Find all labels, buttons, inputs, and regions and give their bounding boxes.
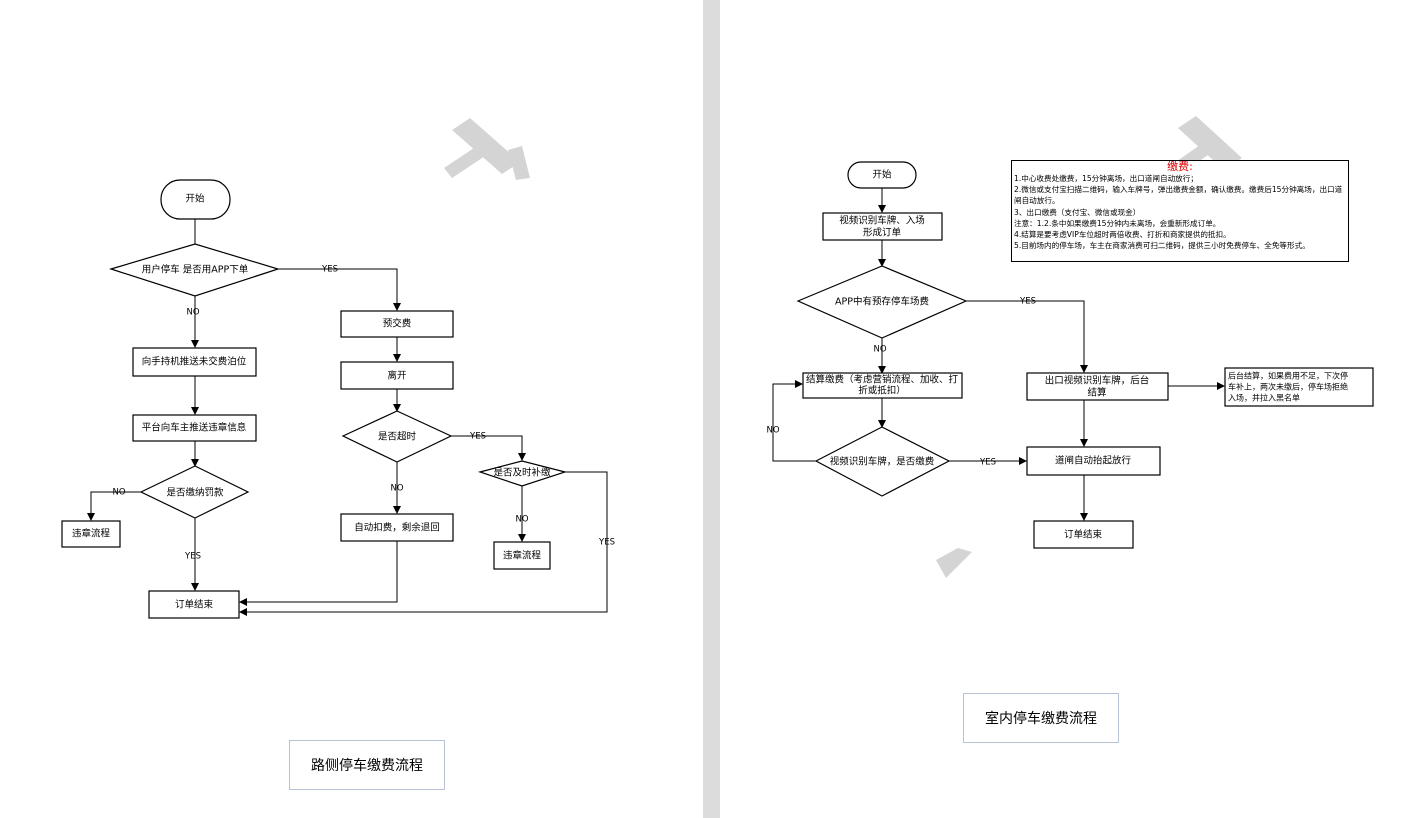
payment-note-lines: 1.中心收费处缴费，15分钟离场，出口道闸自动放行； 2.微信或支付宝扫描二维码…	[1014, 173, 1346, 251]
violation-box-1	[61, 520, 121, 548]
edge-label-paid-yes: YES	[979, 458, 996, 468]
order-end-label: 订单结束	[175, 599, 214, 611]
page-gutter	[703, 0, 720, 818]
edge-label-app-yes: YES	[321, 265, 338, 275]
edge-repay-yes	[239, 471, 608, 616]
leave-label: 离开	[387, 370, 407, 382]
edge-label-prepaid-yes: YES	[1019, 297, 1036, 307]
video-entry-label-2: 形成订单	[863, 227, 902, 239]
push-violation-box	[132, 414, 257, 442]
decision-video-paid	[814, 426, 951, 497]
decision-use-app-label: 用户停车 是否用APP下单	[142, 264, 249, 276]
backend-label-2: 车补上，两次未缴后，停车场拒绝	[1228, 382, 1348, 392]
decision-use-app	[108, 243, 281, 297]
payment-note-line: 5.目前场内的停车场，车主在商家消费可扫二维码，提供三小时免费停车、全免等形式。	[1014, 241, 1310, 251]
payment-note-line: 3、出口缴费（支付宝、微信或现金）	[1014, 207, 1141, 217]
edge-prepaid-yes	[966, 300, 1088, 373]
edge-label-repay-yes: YES	[598, 538, 615, 548]
decision-prepaid-label: APP中有预存停车场费	[835, 296, 929, 308]
left-flow-caption: 路侧停车缴费流程	[289, 740, 445, 790]
decision-fine	[139, 465, 250, 519]
backend-label-1: 后台结算，如果费用不足，下次停	[1228, 371, 1348, 381]
left-document-page: 开始 用户停车 是否用APP下单 预交费 向手持机推送未交费泊位 离开 是否超时…	[0, 0, 703, 818]
edge-label-app-no: NO	[186, 308, 199, 318]
start-node	[160, 179, 231, 220]
decision-repay-label: 是否及时补缴	[493, 467, 551, 479]
gate-open-box	[1026, 446, 1161, 476]
exit-video-label-2: 结算	[1087, 387, 1106, 399]
push-violation-label: 平台向车主推送违章信息	[142, 422, 247, 434]
edge-label-fine-yes: YES	[184, 552, 201, 562]
watermark-shape	[936, 548, 972, 578]
decision-overtime	[341, 410, 453, 463]
decision-overtime-label: 是否超时	[378, 431, 417, 443]
decision-video-paid-label: 视频识别车牌，是否缴费	[830, 456, 935, 468]
decision-prepaid	[796, 265, 968, 339]
edge-label-fine-no: NO	[112, 488, 125, 498]
edge-overtime-yes	[451, 435, 526, 461]
violation-label-1: 违章流程	[72, 528, 111, 540]
backend-label-3: 入场，并拉入黑名单	[1228, 393, 1300, 403]
settle-box	[802, 372, 963, 399]
right-flow-caption: 室内停车缴费流程	[963, 693, 1119, 743]
edge-deduct-to-end	[239, 541, 398, 606]
auto-deduct-label: 自动扣费，剩余退回	[354, 522, 440, 534]
auto-deduct-box	[340, 513, 454, 542]
edge-label-repay-no: NO	[515, 515, 528, 525]
order-end-label: 订单结束	[1064, 529, 1103, 541]
settle-label-1: 结算缴费（考虑营销流程、加收、打	[806, 374, 959, 386]
video-entry-box	[822, 212, 943, 241]
payment-note-title: 缴费:	[1167, 160, 1193, 173]
edge-paid-no	[772, 380, 816, 462]
leave-box	[340, 361, 454, 390]
exit-video-label-1: 出口视频识别车牌，后台	[1045, 375, 1150, 387]
payment-note-line: 4.结算是要考虑VIP车位超时两倍收费、打折和商家提供的抵扣。	[1014, 230, 1231, 240]
start-node-label: 开始	[872, 169, 892, 181]
right-document-page: 开始 视频识别车牌、入场 形成订单 APP中有预存停车场费 结算缴费（考虑营销流…	[720, 0, 1419, 818]
order-end-box	[148, 590, 240, 619]
edge-fine-no	[87, 491, 141, 521]
decision-repay	[477, 460, 568, 487]
payment-note-box: 缴费: 1.中心收费处缴费，15分钟离场，出口道闸自动放行； 2.微信或支付宝扫…	[1011, 160, 1349, 262]
right-flowchart: 开始 视频识别车牌、入场 形成订单 APP中有预存停车场费 结算缴费（考虑营销流…	[766, 116, 1374, 578]
prepay-box	[340, 310, 454, 338]
payment-note-line: 2.微信或支付宝扫描二维码，输入车牌号，弹出缴费金额，确认缴费。缴费后15分钟离…	[1014, 185, 1343, 206]
edge-label-overtime-no: NO	[390, 484, 403, 494]
payment-note-line: 1.中心收费处缴费，15分钟离场，出口道闸自动放行；	[1014, 174, 1198, 183]
start-node	[847, 161, 917, 189]
backend-settle-box	[1224, 367, 1374, 407]
prepay-label: 预交费	[383, 318, 412, 330]
edge-label-prepaid-no: NO	[873, 345, 886, 355]
decision-fine-label: 是否缴纳罚款	[166, 487, 224, 499]
video-entry-label-1: 视频识别车牌、入场	[839, 215, 925, 227]
order-end-box	[1033, 520, 1134, 549]
exit-video-box	[1026, 372, 1169, 401]
start-node-label: 开始	[185, 193, 205, 205]
gate-open-label: 道闸自动抬起放行	[1055, 455, 1132, 467]
payment-note-line: 注意：1.2.条中如果缴费15分钟内未离场，会重新形成订单。	[1014, 218, 1221, 228]
violation-box-2	[493, 541, 551, 570]
edge-label-overtime-yes: YES	[469, 432, 486, 442]
edge-label-paid-no: NO	[766, 426, 779, 436]
edge-app-yes	[278, 268, 401, 311]
push-handheld-box	[132, 347, 257, 377]
settle-label-2: 折或抵扣）	[858, 385, 906, 397]
violation-label-2: 违章流程	[503, 550, 542, 562]
watermark-shape	[444, 118, 530, 180]
push-handheld-label: 向手持机推送未交费泊位	[142, 356, 247, 368]
left-flowchart: 开始 用户停车 是否用APP下单 预交费 向手持机推送未交费泊位 离开 是否超时…	[61, 118, 615, 619]
